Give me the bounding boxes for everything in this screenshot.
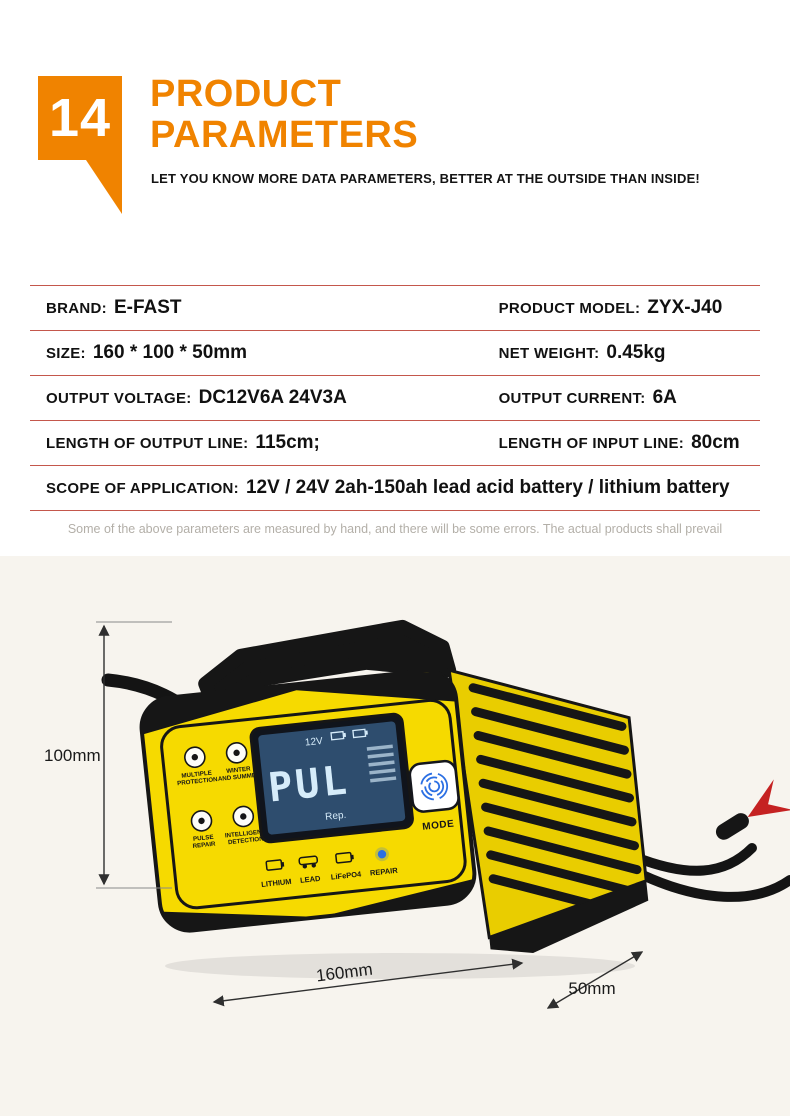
spec-value: 0.45kg xyxy=(606,342,666,363)
spec-row-size-weight: SIZE: 160 * 100 * 50mm NET WEIGHT: 0.45k… xyxy=(30,330,760,375)
output-cable xyxy=(623,843,790,902)
battery-type-row: LITHIUM LEAD LiFePO4 REPAIR xyxy=(261,847,399,889)
spec-label: OUTPUT CURRENT: xyxy=(498,390,646,407)
spec-value: 160 * 100 * 50mm xyxy=(92,342,248,363)
product-image: MULTIPLE PROTECTION WINTER AND SUMMER PU… xyxy=(44,619,790,1009)
spec-label: NET WEIGHT: xyxy=(498,345,600,362)
battery-type-label: LITHIUM xyxy=(261,877,292,889)
feature-label: PULSE xyxy=(193,834,214,843)
spec-label: PRODUCT MODEL: xyxy=(498,300,641,317)
height-dimension: 100mm xyxy=(44,621,172,889)
lcd-battery-icons xyxy=(330,728,368,741)
page-subtitle: LET YOU KNOW MORE DATA PARAMETERS, BETTE… xyxy=(151,171,700,186)
feature-label: MULTIPLE xyxy=(181,770,212,780)
spec-value: 6A xyxy=(652,387,677,408)
car-icon xyxy=(298,855,319,869)
spec-label: LENGTH OF INPUT LINE: xyxy=(498,435,685,452)
spec-row-brand-model: BRAND: E-FAST PRODUCT MODEL: ZYX-J40 xyxy=(30,285,760,330)
spec-label: SCOPE OF APPLICATION: xyxy=(46,480,239,497)
protection-icon xyxy=(184,746,206,769)
spec-label: OUTPUT VOLTAGE: xyxy=(46,390,192,407)
spec-output-line: LENGTH OF OUTPUT LINE: 115cm; xyxy=(30,432,483,454)
battery-clamp xyxy=(715,779,790,840)
lithium-battery-icon xyxy=(265,859,285,871)
page-title: PRODUCT PARAMETERS xyxy=(150,74,418,156)
disclaimer-note: Some of the above parameters are measure… xyxy=(67,522,723,536)
lcd-rep-text: Rep. xyxy=(325,810,347,823)
clamp-handle xyxy=(715,813,749,840)
feature-label: INTELLIGENT xyxy=(225,828,266,839)
battery-type-label: LEAD xyxy=(300,874,322,885)
lcd-display: PUL 12V Rep. xyxy=(249,712,414,844)
spec-row-application: SCOPE OF APPLICATION: 12V / 24V 2ah-150a… xyxy=(30,465,760,510)
feature-label: REPAIR xyxy=(192,841,216,850)
title-line-2: PARAMETERS xyxy=(150,114,419,156)
spec-brand: BRAND: E-FAST xyxy=(30,297,483,319)
lcd-voltage: 12V xyxy=(304,736,323,749)
spec-label: BRAND: xyxy=(46,300,107,317)
seasons-icon xyxy=(225,742,248,764)
spec-value: ZYX-J40 xyxy=(647,297,723,318)
spec-application: SCOPE OF APPLICATION: 12V / 24V 2ah-150a… xyxy=(30,477,760,499)
depth-label: 50mm xyxy=(568,979,615,998)
battery-charger: MULTIPLE PROTECTION WINTER AND SUMMER PU… xyxy=(139,619,649,953)
spec-value: 80cm xyxy=(691,432,740,453)
spec-output-current: OUTPUT CURRENT: 6A xyxy=(483,387,760,409)
lifepo4-battery-icon xyxy=(335,851,354,864)
spec-output-voltage: OUTPUT VOLTAGE: DC12V6A 24V3A xyxy=(30,387,483,409)
feature-label: WINTER xyxy=(226,765,252,775)
spec-row-line-lengths: LENGTH OF OUTPUT LINE: 115cm; LENGTH OF … xyxy=(30,420,760,465)
spec-size: SIZE: 160 * 100 * 50mm xyxy=(30,342,483,364)
spec-input-line: LENGTH OF INPUT LINE: 80cm xyxy=(483,432,760,454)
battery-type-label: LiFePO4 xyxy=(330,869,362,881)
clamp-jaws xyxy=(747,779,790,817)
pulse-repair-icon xyxy=(190,810,213,832)
spec-model: PRODUCT MODEL: ZYX-J40 xyxy=(483,297,760,319)
spec-label: SIZE: xyxy=(46,345,86,362)
battery-type-label: REPAIR xyxy=(370,866,399,878)
feature-icons: MULTIPLE PROTECTION WINTER AND SUMMER PU… xyxy=(177,742,266,850)
lcd-status-bars xyxy=(366,744,397,783)
feature-label: PROTECTION xyxy=(177,776,219,787)
height-label: 100mm xyxy=(44,746,101,765)
depth-dimension: 50mm xyxy=(546,951,644,1009)
spec-weight: NET WEIGHT: 0.45kg xyxy=(483,342,760,364)
mode-label: MODE xyxy=(422,819,455,833)
feature-label: AND SUMMER xyxy=(218,771,262,782)
section-number: 14 xyxy=(48,88,112,148)
spec-value: 12V / 24V 2ah-150ah lead acid battery / … xyxy=(245,477,730,498)
spec-value: E-FAST xyxy=(113,297,182,318)
title-line-1: PRODUCT xyxy=(150,73,342,115)
spec-value: DC12V6A 24V3A xyxy=(198,387,347,408)
spec-table: BRAND: E-FAST PRODUCT MODEL: ZYX-J40 SIZ… xyxy=(30,285,760,511)
charger-side-vents xyxy=(447,668,648,940)
feature-label: DETECTION xyxy=(228,835,265,846)
section-number-badge: 14 xyxy=(38,76,122,160)
charger-base xyxy=(489,880,649,953)
fingerprint-icon xyxy=(420,772,449,801)
lcd-mode-text: PUL xyxy=(266,757,352,811)
badge-tail xyxy=(86,160,122,214)
spec-value: 115cm; xyxy=(255,432,320,453)
detection-icon xyxy=(232,805,255,828)
mode-button: MODE xyxy=(408,759,460,833)
repair-led-indicator xyxy=(374,847,389,862)
charger-shadow xyxy=(165,953,635,979)
spec-row-voltage-current: OUTPUT VOLTAGE: DC12V6A 24V3A OUTPUT CUR… xyxy=(30,375,760,420)
spec-label: LENGTH OF OUTPUT LINE: xyxy=(46,435,249,452)
